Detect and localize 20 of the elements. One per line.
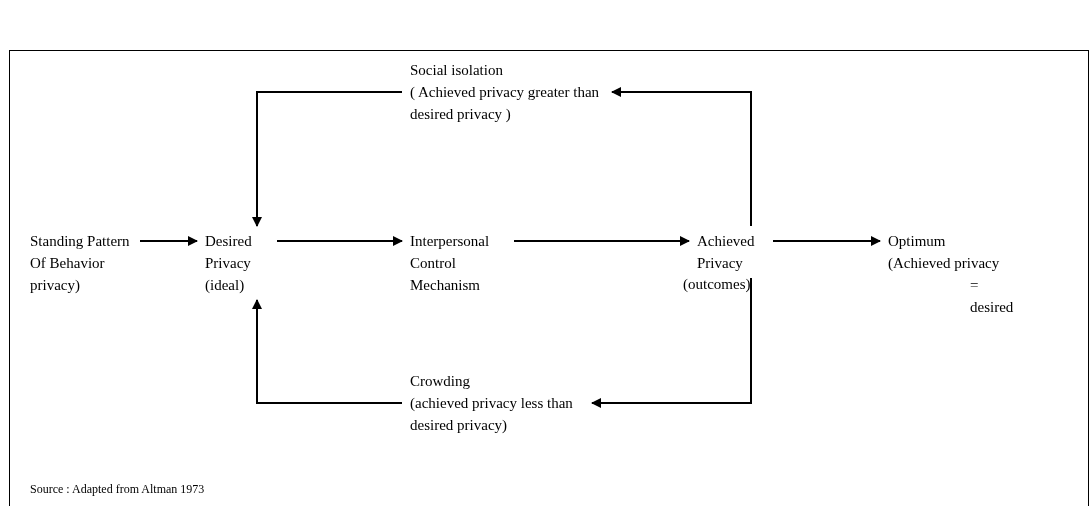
arrow [252,91,403,227]
arrow [252,299,403,404]
arrow [611,87,752,227]
arrow [276,236,403,246]
node-text: Crowding [410,372,471,391]
node-text: Achieved Privacy [697,232,756,273]
note-text: (outcomes) [683,275,751,294]
source-caption: Source : Adapted from Altman 1973 [30,481,205,497]
node-text: = desired [969,276,1015,317]
node-text: Desired Privacy (ideal) [205,232,253,295]
node-text: Social isolation [410,61,504,80]
node-text: ( Achieved privacy greater than desired privacy ) [410,83,601,124]
arrow [513,236,690,246]
node-text: Interpersonal Control Mechanism [410,232,491,295]
arrow [591,277,752,408]
node-text: (achieved privacy less than desired privacy) [410,394,574,435]
arrow [139,236,198,246]
arrow [772,236,881,246]
node-text: Standing Pattern Of Behavior privacy) [30,232,131,295]
node-text: Optimum (Achieved privacy [888,232,1001,273]
